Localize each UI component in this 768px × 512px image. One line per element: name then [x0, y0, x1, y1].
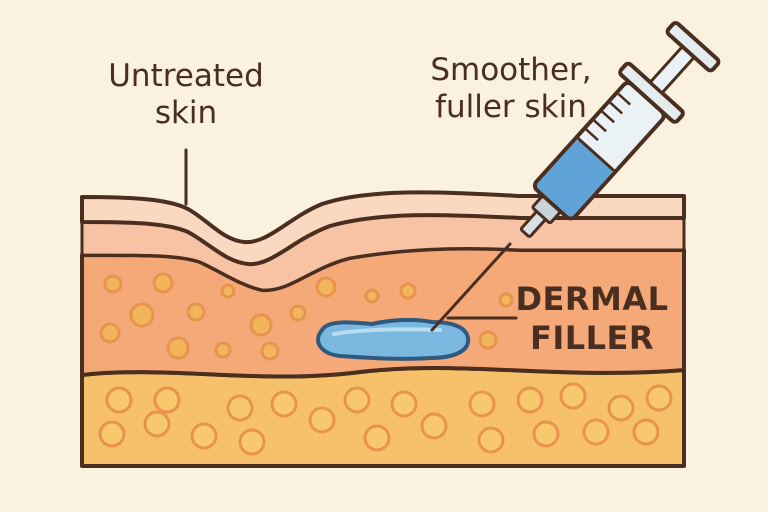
untreated-skin-label: Untreated skin	[108, 58, 264, 131]
dermis-cell	[315, 276, 337, 298]
dermis-cell	[260, 341, 280, 361]
dermis-cell	[103, 274, 123, 294]
fat-cell	[143, 410, 171, 438]
fat-cell	[420, 412, 448, 440]
fat-cell	[390, 390, 418, 418]
dermis-cell	[399, 282, 417, 300]
subcutaneous-layer	[80, 366, 686, 468]
fat-cell	[645, 384, 673, 412]
fat-cell	[270, 390, 298, 418]
dermis-cell	[152, 272, 174, 294]
syringe-icon	[519, 21, 721, 238]
fat-cell	[363, 424, 391, 452]
fat-cell	[190, 422, 218, 450]
dermis-cell	[498, 292, 514, 308]
needle-icon	[430, 242, 512, 332]
fat-cell	[308, 406, 336, 434]
dermis-cell	[478, 330, 498, 350]
fat-cell	[105, 386, 133, 414]
dermis-cell	[220, 283, 236, 299]
dermis-cell	[166, 336, 190, 360]
fat-cell	[582, 418, 610, 446]
fat-cell	[98, 420, 126, 448]
fat-cells	[98, 382, 673, 456]
dermis-cell	[186, 302, 206, 322]
fat-cell	[238, 428, 266, 456]
fat-cell	[153, 386, 181, 414]
dermis-cell	[214, 341, 232, 359]
dermis-cells	[99, 272, 514, 361]
fat-cell	[468, 390, 496, 418]
dermal-filler-label: DERMAL FILLER	[515, 280, 669, 358]
filler-highlight	[332, 327, 442, 336]
dermis-cell	[129, 302, 155, 328]
dermis-cell	[289, 304, 307, 322]
fat-cell	[607, 394, 635, 422]
filler-blob-icon	[316, 317, 471, 361]
smoother-skin-label: Smoother, fuller skin	[430, 52, 592, 125]
dermis-cell	[364, 288, 380, 304]
fat-cell	[477, 426, 505, 454]
dermis-cell	[99, 322, 121, 344]
dermis-cell	[249, 313, 273, 337]
fat-cell	[226, 394, 254, 422]
fat-cell	[343, 386, 371, 414]
fat-cell	[516, 386, 544, 414]
fat-cell	[559, 382, 587, 410]
fat-cell	[632, 418, 660, 446]
fat-cell	[532, 420, 560, 448]
